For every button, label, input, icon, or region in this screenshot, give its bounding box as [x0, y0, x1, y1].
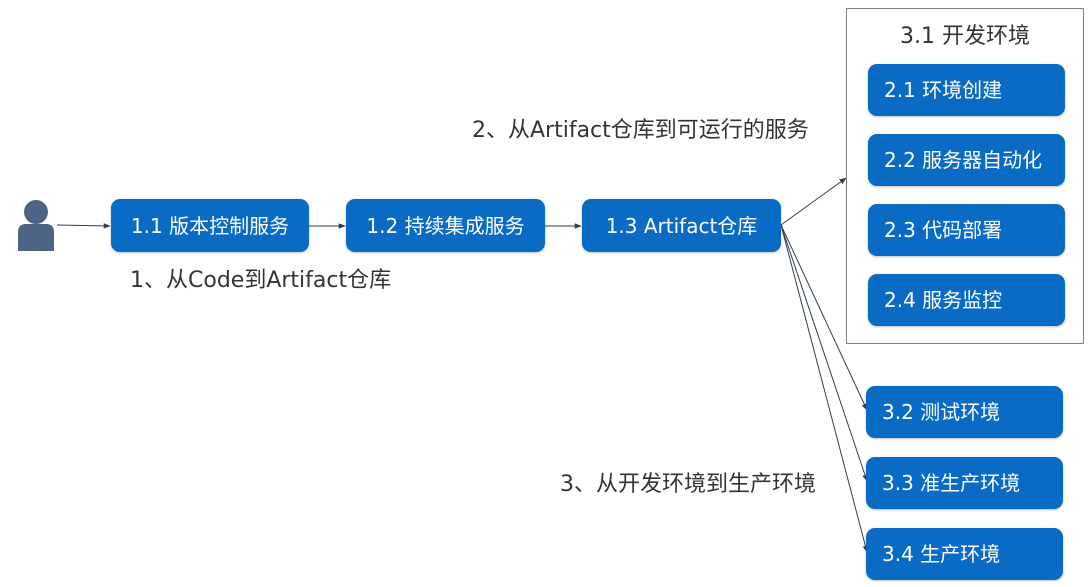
version-control-label: 1.1 版本控制服务 — [130, 213, 290, 238]
code-deploy-label: 2.3 代码部署 — [884, 218, 1003, 242]
test-env-label: 3.2 测试环境 — [882, 400, 1001, 424]
connector-artifact-to-staging-env — [780, 224, 868, 482]
test-env-node[interactable]: 3.2 测试环境 — [866, 386, 1063, 438]
server-automation-label: 2.2 服务器自动化 — [884, 148, 1043, 172]
env-create-node[interactable]: 2.1 环境创建 — [868, 64, 1065, 116]
staging-env-node[interactable]: 3.3 准生产环境 — [866, 457, 1063, 509]
dev-env-title: 3.1 开发环境 — [900, 24, 1030, 49]
connector-artifact-to-dev-env — [780, 177, 847, 226]
service-monitor-node[interactable]: 2.4 服务监控 — [868, 274, 1065, 326]
user-icon — [18, 200, 54, 251]
artifact-repo-label: 1.3 Artifact仓库 — [605, 213, 758, 238]
service-monitor-label: 2.4 服务监控 — [884, 288, 1003, 312]
staging-env-label: 3.3 准生产环境 — [882, 471, 1021, 495]
caption-artifact-to-service: 2、从Artifact仓库到可运行的服务 — [472, 118, 809, 143]
caption-dev-to-prod: 3、从开发环境到生产环境 — [560, 472, 816, 497]
prod-env-node[interactable]: 3.4 生产环境 — [866, 528, 1063, 580]
code-deploy-node[interactable]: 2.3 代码部署 — [868, 204, 1065, 256]
ci-service-node[interactable]: 1.2 持续集成服务 — [346, 199, 545, 252]
prod-env-label: 3.4 生产环境 — [882, 542, 1001, 566]
server-automation-node[interactable]: 2.2 服务器自动化 — [868, 134, 1065, 186]
connector-artifact-to-test-env — [780, 224, 868, 411]
connector-user-to-vcs — [56, 223, 111, 229]
caption-code-to-artifact: 1、从Code到Artifact仓库 — [130, 268, 392, 293]
ci-service-label: 1.2 持续集成服务 — [366, 213, 525, 238]
env-create-label: 2.1 环境创建 — [884, 78, 1003, 102]
version-control-node[interactable]: 1.1 版本控制服务 — [111, 199, 309, 252]
connector-artifact-to-prod-env — [780, 224, 869, 553]
artifact-repo-node[interactable]: 1.3 Artifact仓库 — [582, 199, 781, 252]
